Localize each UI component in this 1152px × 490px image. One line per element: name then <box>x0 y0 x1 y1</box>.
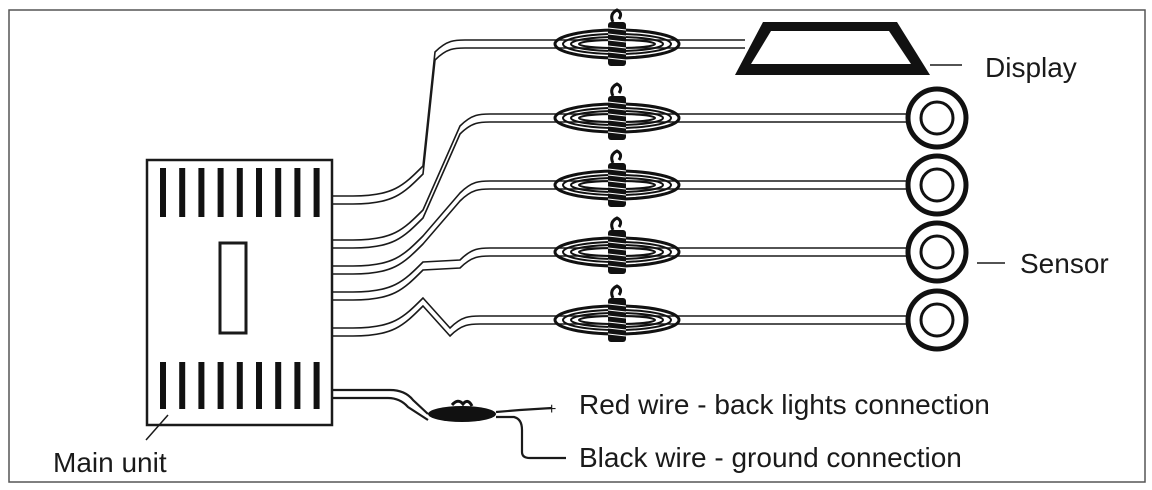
cable-coil <box>553 216 681 274</box>
vent-slot <box>217 168 224 217</box>
cable-strand <box>333 47 745 205</box>
cable-strand <box>333 296 907 330</box>
main-unit <box>145 158 334 441</box>
vent-slot <box>294 362 301 409</box>
inline-connector <box>428 406 496 422</box>
vent-slot <box>160 168 166 217</box>
main-unit-bottom-vents <box>160 362 320 409</box>
cables <box>333 39 907 338</box>
vent-slot <box>256 168 262 217</box>
sensor-icon <box>905 153 969 217</box>
vent-slot <box>217 362 224 409</box>
cable-strand <box>333 304 907 338</box>
cable-strand <box>333 188 907 275</box>
main-unit-top-vents <box>160 168 320 217</box>
svg-text:+: + <box>547 401 556 418</box>
vent-slot <box>256 362 262 409</box>
vent-slot <box>179 168 186 217</box>
vent-slot <box>313 168 320 217</box>
cable-coil <box>553 284 681 342</box>
cable-coil <box>553 149 681 207</box>
sensors <box>905 86 969 352</box>
vent-slot <box>198 168 205 217</box>
vent-slot <box>236 362 243 409</box>
cable-strand <box>333 39 745 197</box>
cable-strand <box>333 247 907 293</box>
main-unit-label: Main unit <box>53 447 167 478</box>
black-wire-label: Black wire - ground connection <box>579 442 962 473</box>
vent-slot <box>160 362 166 409</box>
sensor-icon <box>905 220 969 284</box>
cable-coil <box>553 8 681 66</box>
vent-slot <box>275 362 282 409</box>
cable-strand <box>333 255 907 301</box>
cable-strand <box>333 180 907 267</box>
vent-slot <box>236 168 243 217</box>
vent-slot <box>198 362 205 409</box>
diagram-frame <box>8 9 1146 483</box>
cable-coil <box>553 82 681 140</box>
power-harness: + <box>333 388 566 460</box>
display-unit <box>735 22 962 75</box>
sensor-label: Sensor <box>1020 248 1109 279</box>
sensor-icon <box>905 86 969 150</box>
vent-slot <box>294 168 301 217</box>
main-unit-slot <box>218 241 248 335</box>
sensor-icon <box>905 288 969 352</box>
main-unit-leader <box>145 414 169 441</box>
cable-coils <box>553 8 681 342</box>
vent-slot <box>313 362 320 409</box>
red-wire-label: Red wire - back lights connection <box>579 389 990 420</box>
display-label: Display <box>985 52 1077 83</box>
cable-strand <box>333 121 907 249</box>
cable-strand <box>333 113 907 241</box>
vent-slot <box>179 362 186 409</box>
vent-slot <box>275 168 282 217</box>
